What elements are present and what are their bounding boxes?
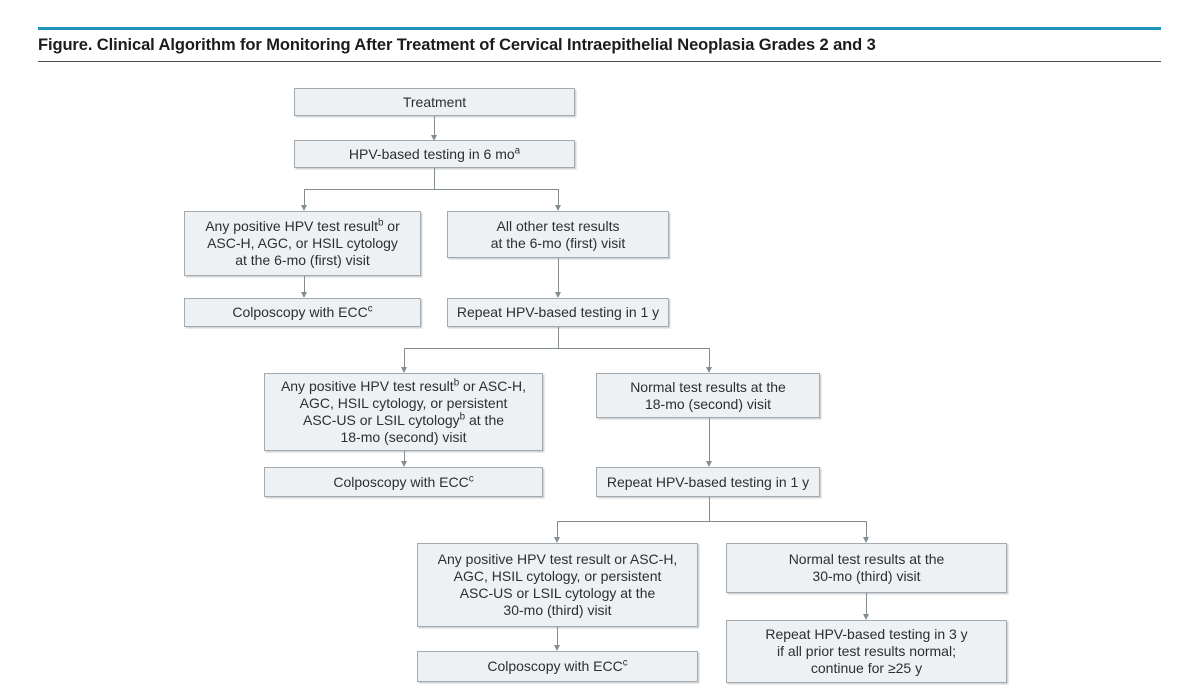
arrow-down-icon (400, 461, 407, 467)
connector-branch1-right (558, 189, 559, 205)
node-line: ASC-US or LSIL cytology at the (459, 585, 656, 601)
arrow-down-icon (862, 614, 869, 620)
node-line: at the 6-mo (first) visit (490, 234, 626, 251)
node-line: Normal test results at the (788, 551, 945, 567)
node-line: AGC, HSIL cytology, or persistent (299, 395, 508, 411)
arrow-down-icon (554, 292, 561, 298)
node-label: Colposcopy with ECCc (333, 472, 474, 490)
node-line: AGC, HSIL cytology, or persistent (453, 568, 662, 584)
node-line: Any positive HPV test resultb or (205, 217, 400, 234)
node-line: All other test results (496, 217, 620, 234)
node-label: Treatment (402, 93, 467, 110)
node-normal-results-18mo: Normal test results at the 18-mo (second… (596, 373, 820, 418)
arrow-down-icon (705, 367, 712, 373)
node-label: Colposcopy with ECCc (232, 303, 373, 320)
node-line: 18-mo (second) visit (340, 429, 467, 445)
node-line: 30-mo (third) visit (812, 568, 921, 584)
figure-title: Figure. Clinical Algorithm for Monitorin… (38, 36, 876, 54)
connector-norm18-to-repeat2 (709, 418, 710, 461)
node-line: Any positive HPV test resultb or ASC-H, (280, 377, 527, 394)
node-label: Repeat HPV-based testing in 1 y (606, 473, 810, 490)
node-line: at the 6-mo (first) visit (235, 252, 370, 268)
node-line: 30-mo (third) visit (503, 602, 612, 618)
node-treatment: Treatment (294, 88, 575, 116)
arrow-down-icon (554, 205, 561, 211)
connector-branch1 (304, 189, 558, 190)
node-line: continue for ≥25 y (810, 660, 923, 676)
connector-pos30-to-colpo3 (557, 627, 558, 645)
connector-treatment-to-hpv6 (434, 116, 435, 135)
connector-branch2-right (709, 348, 710, 367)
connector-branch3-right (866, 521, 867, 537)
node-colposcopy-2: Colposcopy with ECCc (264, 467, 543, 497)
node-label: Repeat HPV-based testing in 1 y (456, 304, 660, 320)
node-line: 18-mo (second) visit (644, 395, 772, 412)
connector-branch2 (404, 348, 709, 349)
node-repeat-testing-1y-first: Repeat HPV-based testing in 1 y (447, 298, 669, 327)
connector-branch1-left (304, 189, 305, 205)
arrow-down-icon (300, 205, 307, 211)
connector-branch3 (557, 521, 866, 522)
connector-repeat1-stub (558, 327, 559, 348)
arrow-down-icon (553, 645, 560, 651)
title-divider-rule (38, 61, 1161, 62)
node-repeat-testing-1y-second: Repeat HPV-based testing in 1 y (596, 467, 820, 497)
arrow-down-icon (400, 367, 407, 373)
node-line: ASC-US or LSIL cytologyb at the (302, 411, 505, 428)
node-label: HPV-based testing in 6 moa (348, 144, 521, 162)
node-line: if all prior test results normal; (777, 643, 956, 659)
node-other-results-6mo: All other test results at the 6-mo (firs… (447, 211, 669, 258)
node-positive-result-6mo: Any positive HPV test resultb or ASC-H, … (184, 211, 421, 276)
arrow-down-icon (862, 537, 869, 543)
connector-other6-to-repeat1 (558, 258, 559, 292)
node-normal-results-30mo: Normal test results at the 30-mo (third)… (726, 543, 1007, 593)
node-line: Any positive HPV test result or ASC-H, (437, 551, 678, 567)
node-positive-result-18mo: Any positive HPV test resultb or ASC-H, … (264, 373, 543, 451)
node-repeat-testing-3y: Repeat HPV-based testing in 3 y if all p… (726, 620, 1007, 683)
accent-rule (38, 27, 1161, 30)
node-colposcopy-3: Colposcopy with ECCc (417, 651, 698, 682)
connector-repeat2-stub (709, 497, 710, 521)
connector-norm30-to-repeat3 (866, 593, 867, 614)
node-line: ASC-H, AGC, or HSIL cytology (207, 235, 398, 251)
arrow-down-icon (300, 292, 307, 298)
connector-branch2-left (404, 348, 405, 367)
node-label: Colposcopy with ECCc (487, 657, 628, 674)
node-colposcopy-1: Colposcopy with ECCc (184, 298, 421, 327)
arrow-down-icon (430, 135, 437, 141)
arrow-down-icon (553, 537, 560, 543)
arrow-down-icon (705, 461, 712, 467)
connector-pos18-to-colpo2 (404, 451, 405, 461)
connector-pos6-to-colpo1 (304, 276, 305, 292)
node-line: Normal test results at the (630, 378, 786, 395)
node-positive-result-30mo: Any positive HPV test result or ASC-H, A… (417, 543, 698, 627)
node-hpv-testing-6mo: HPV-based testing in 6 moa (294, 140, 575, 168)
connector-branch3-left (557, 521, 558, 537)
connector-hpv6-stub (434, 168, 435, 189)
node-line: Repeat HPV-based testing in 3 y (765, 626, 968, 642)
